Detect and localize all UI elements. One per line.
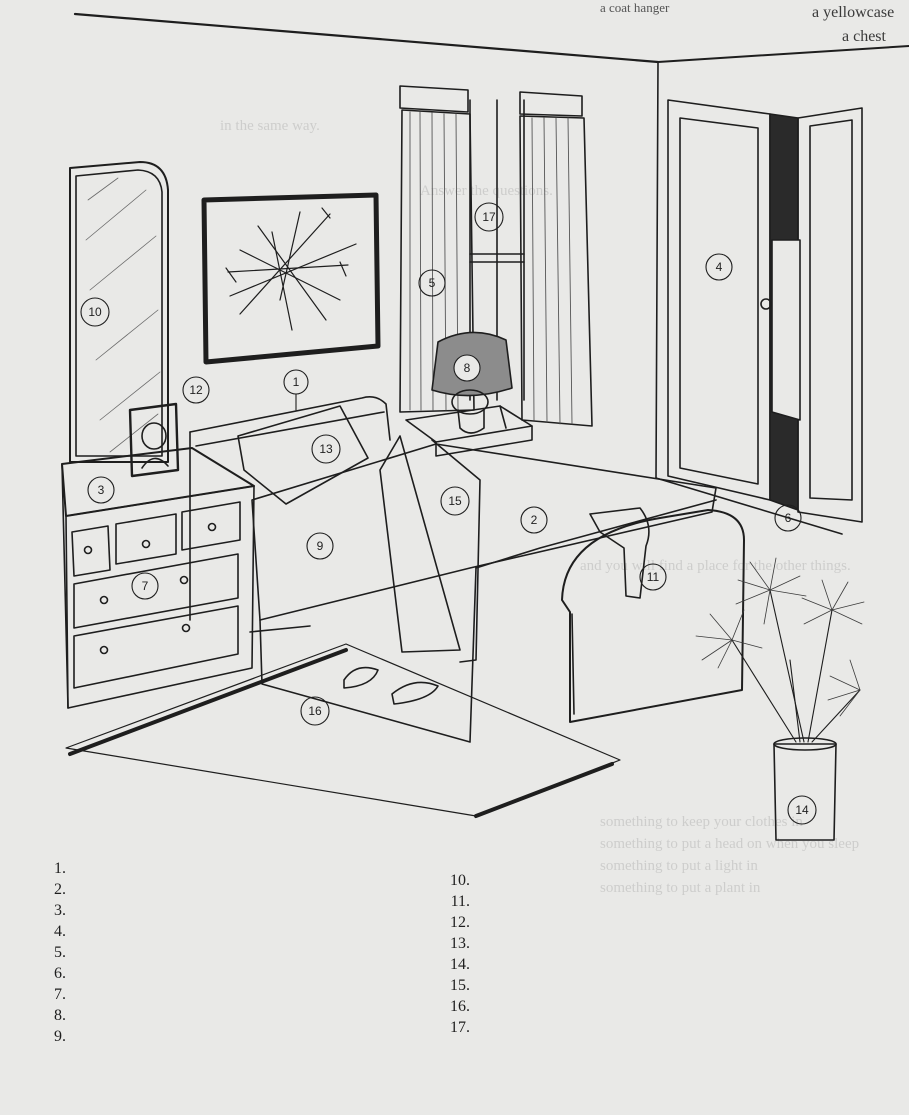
- callout-16: 16: [300, 696, 330, 726]
- svg-text:13: 13: [319, 442, 333, 456]
- svg-text:8: 8: [464, 361, 471, 375]
- svg-text:11: 11: [647, 570, 660, 584]
- curtain-right: [519, 91, 593, 427]
- callout-12: 12: [182, 376, 210, 404]
- svg-text:6: 6: [785, 511, 792, 525]
- callout-14: 14: [787, 795, 817, 825]
- svg-text:3: 3: [98, 483, 105, 497]
- answer-number: 13.: [450, 935, 470, 952]
- answer-number: 6.: [54, 965, 66, 982]
- answer-number: 4.: [54, 923, 66, 940]
- room-walls: [73, 12, 909, 633]
- svg-text:16: 16: [308, 704, 322, 718]
- wardrobe: [667, 99, 863, 523]
- svg-text:14: 14: [795, 803, 809, 817]
- chest-of-drawers: [61, 447, 255, 709]
- bleed-line: in the same way.: [220, 118, 320, 134]
- slippers: [343, 666, 439, 705]
- svg-text:5: 5: [429, 276, 436, 290]
- callout-13: 13: [311, 434, 341, 464]
- answer-number: 1.: [54, 860, 66, 877]
- svg-text:9: 9: [317, 539, 324, 553]
- answer-number: 12.: [450, 914, 470, 931]
- callout-15: 15: [440, 486, 470, 516]
- callout-4: 4: [705, 253, 733, 281]
- header-line-3: a coat hanger: [600, 0, 670, 15]
- svg-text:2: 2: [531, 513, 538, 527]
- answer-number: 8.: [54, 1007, 66, 1024]
- callout-1: 1: [283, 369, 309, 411]
- svg-text:7: 7: [142, 579, 149, 593]
- answer-number: 5.: [54, 944, 66, 961]
- callout-17: 17: [474, 202, 504, 232]
- callout-5: 5: [418, 269, 446, 297]
- photo-frame: [128, 402, 180, 478]
- callout-8: 8: [453, 354, 481, 382]
- answer-number: 3.: [54, 902, 66, 919]
- answer-number: 17.: [450, 1019, 470, 1036]
- wall-picture: [201, 192, 381, 365]
- answer-number: 7.: [54, 986, 66, 1003]
- potted-plant: [695, 557, 865, 841]
- lamp: [431, 331, 513, 434]
- callout-2: 2: [520, 506, 548, 534]
- svg-text:4: 4: [716, 260, 723, 274]
- rug: [65, 643, 621, 818]
- answer-number: 2.: [54, 881, 66, 898]
- bedside-table: [405, 405, 533, 457]
- callout-11: 11: [639, 563, 667, 591]
- callout-6: 6: [774, 504, 802, 532]
- bleed-line: something to put a plant in: [600, 880, 761, 896]
- answer-number: 15.: [450, 977, 470, 994]
- svg-text:17: 17: [482, 210, 496, 224]
- answer-number: 14.: [450, 956, 470, 973]
- bleed-line: something to put a light in: [600, 858, 758, 874]
- answer-number: 10.: [450, 872, 470, 889]
- answer-number: 11.: [450, 893, 470, 910]
- callouts: 1 2 3 4 5 6 7 8 9 10 11 12 13 14 15 16 1…: [80, 202, 817, 825]
- svg-text:15: 15: [448, 494, 462, 508]
- bed: [189, 396, 745, 743]
- bleed-line: and you will find a place for the other …: [580, 558, 851, 574]
- callout-10: 10: [80, 297, 110, 327]
- svg-text:1: 1: [293, 375, 300, 389]
- bleed-line: something to keep your clothes in: [600, 814, 803, 830]
- header-line-2: a chest: [842, 28, 886, 45]
- header-line-1: a yellowcase: [812, 4, 895, 21]
- callout-9: 9: [306, 532, 334, 560]
- answer-number: 16.: [450, 998, 470, 1015]
- mirror: [69, 161, 169, 463]
- callout-3: 3: [87, 476, 115, 504]
- svg-text:12: 12: [189, 383, 203, 397]
- svg-text:10: 10: [88, 305, 102, 319]
- callout-7: 7: [131, 572, 159, 600]
- answer-number: 9.: [54, 1028, 66, 1045]
